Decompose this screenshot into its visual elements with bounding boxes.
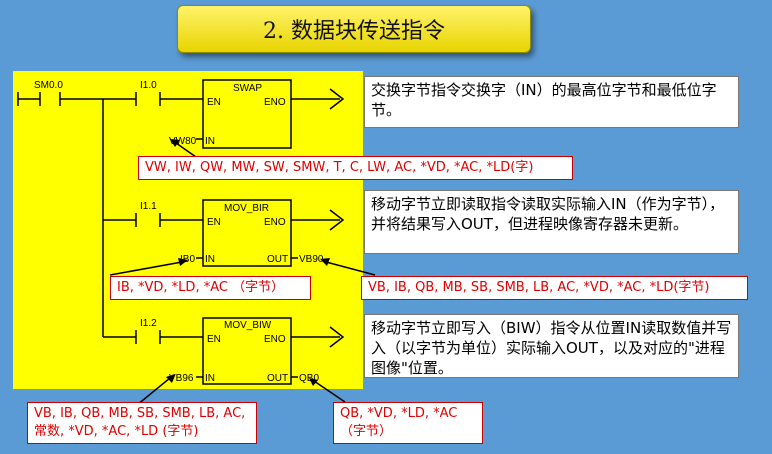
swap-en-label: EN [207,97,221,108]
mov-bir-in-pin: IN [205,254,215,265]
slide-title: 2. 数据块传送指令 [177,5,531,53]
contact-i1-2-label: I1.2 [140,318,157,329]
mov-biw-in-operands: VB, IB, QB, MB, SB, SMB, LB, AC, 常数, *VD… [27,402,257,444]
mov-biw-in-operand: VB96 [169,373,194,384]
mov-bir-en-label: EN [207,217,221,228]
mov-bir-in-operand: IB0 [180,254,195,265]
swap-in-operand: VW80 [169,136,197,147]
swap-in-operands: VW, IW, QW, MW, SW, SMW, T, C, LW, AC, *… [138,156,573,180]
mov-bir-description: 移动字节立即读取指令读取实际输入IN（作为字节），并将结果写入OUT，但进程映像… [364,190,739,254]
ladder-diagram-panel [13,71,363,389]
mov-bir-box-label: MOV_BIR [224,203,269,214]
mov-bir-out-operand: VB90 [299,254,324,265]
swap-eno-label: ENO [264,97,286,108]
mov-bir-in-operands: IB, *VD, *LD, *AC （字节） [110,276,311,300]
mov-biw-box-label: MOV_BIW [224,320,272,331]
mov-biw-en-label: EN [207,334,221,345]
contact-i1-1-label: I1.1 [140,201,157,212]
mov-biw-in-pin: IN [205,373,215,384]
mov-biw-out-pin: OUT [267,373,288,384]
mov-biw-out-operands: QB, *VD, *LD, *AC （字节） [333,402,483,444]
swap-description: 交换字节指令交换字（IN）的最高位字节和最低位字节。 [364,76,739,128]
mov-biw-eno-label: ENO [264,334,286,345]
mov-bir-eno-label: ENO [264,217,286,228]
swap-box-label: SWAP [233,83,262,94]
mov-biw-description: 移动字节立即写入（BIW）指令从位置IN读取数值并写入（以字节为单位）实际输入O… [364,314,739,378]
mov-bir-out-pin: OUT [267,254,288,265]
mov-biw-out-operand: QB0 [299,373,319,384]
swap-in-pin: IN [205,136,215,147]
contact-sm0-0-label: SM0.0 [34,80,63,91]
mov-bir-out-operands: VB, IB, QB, MB, SB, SMB, LB, AC, *VD, *A… [361,276,748,300]
contact-i1-0-label: I1.0 [140,80,157,91]
